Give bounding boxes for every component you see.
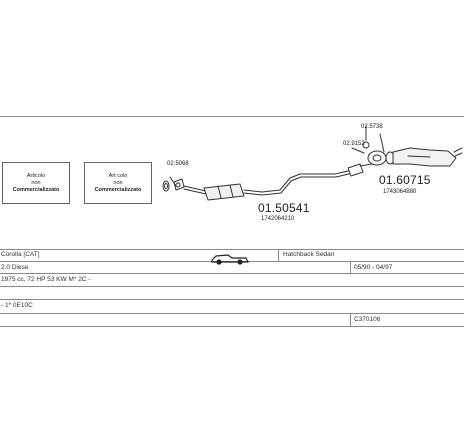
col-divider bbox=[278, 249, 279, 261]
oem-code-rear-silencer: 1743064880 bbox=[383, 189, 417, 195]
row-divider bbox=[0, 273, 464, 274]
col-divider bbox=[350, 313, 351, 326]
clamp-icon bbox=[351, 147, 387, 166]
specs-cell: 1975 cc, 72 HP 53 KW M* 2C - bbox=[1, 276, 91, 283]
years-cell: 05/90 - 04/97 bbox=[354, 264, 393, 271]
part-number-rear-silencer: 01.60715 bbox=[379, 173, 431, 187]
pipe-segment bbox=[183, 185, 207, 192]
part-number-clamp: 02.9152 bbox=[343, 141, 365, 147]
part-number-gasket: 02.5068 bbox=[167, 161, 189, 167]
pipe-segment bbox=[183, 188, 207, 195]
col-divider bbox=[350, 261, 351, 273]
body-type-cell: Hatchback Sedan bbox=[283, 251, 335, 258]
engine-code-cell: - 1* 0E10C bbox=[1, 302, 33, 309]
gasket-ring-icon bbox=[162, 180, 170, 192]
row-divider bbox=[0, 313, 464, 314]
part-number-front-pipe: 01.50541 bbox=[258, 201, 310, 215]
hanger-icon bbox=[362, 125, 370, 149]
model-cell: Corolla [CAT] bbox=[1, 251, 40, 258]
pipe-segment bbox=[243, 172, 354, 196]
top-border bbox=[0, 116, 464, 117]
engine-cell: 2.0 Diese bbox=[1, 264, 29, 271]
catalytic-converter-icon bbox=[203, 183, 245, 201]
front-flange-icon bbox=[173, 178, 185, 191]
bottom-border bbox=[0, 326, 464, 327]
pipe-segment bbox=[359, 163, 373, 167]
not-commercialized-stamp: Articolo non Commercializzato bbox=[2, 162, 70, 204]
row-divider bbox=[0, 286, 464, 287]
pipe-segment bbox=[243, 169, 353, 193]
catalog-ref-cell: C370106 bbox=[354, 316, 381, 323]
rear-silencer-icon bbox=[392, 147, 463, 167]
row-divider bbox=[0, 249, 464, 250]
oem-code-front-pipe: 1742064210 bbox=[261, 216, 295, 222]
row-divider bbox=[0, 299, 464, 300]
car-silhouette-icon bbox=[211, 254, 249, 265]
part-number-hanger: 02.5738 bbox=[361, 124, 383, 130]
not-commercialized-stamp: Art colo non Commercializzato bbox=[84, 162, 152, 204]
mid-joint-icon bbox=[347, 163, 364, 177]
